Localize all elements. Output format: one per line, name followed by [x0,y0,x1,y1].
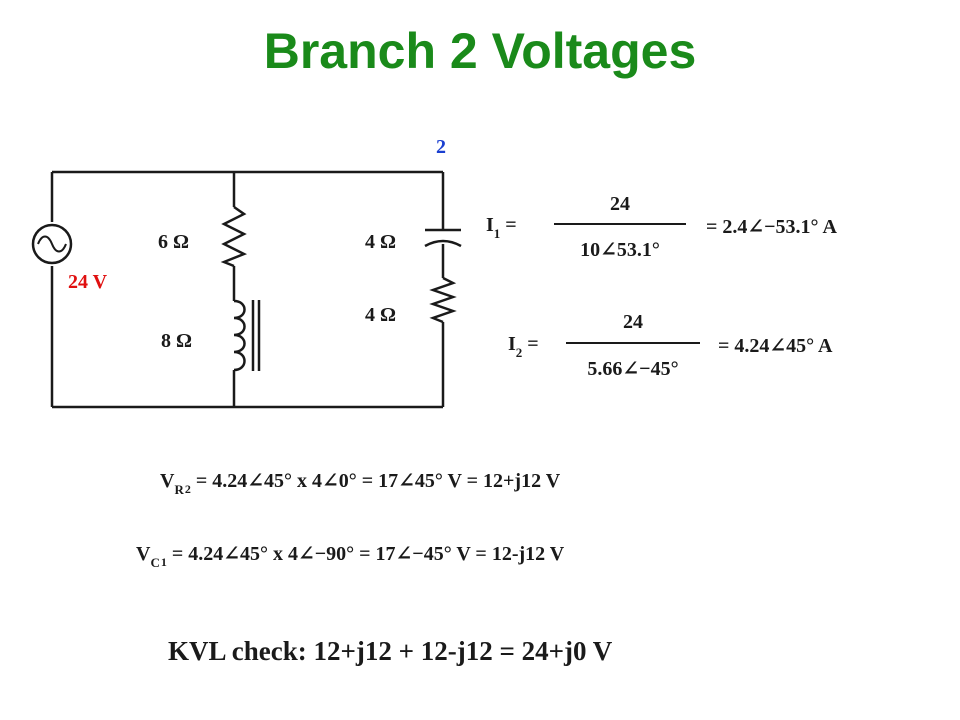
i1-numerator: 24 [610,193,630,215]
source-voltage-label: 24 V [68,271,108,293]
kvl-check: KVL check: 12+j12 + 12-j12 = 24+j0 V [168,636,613,666]
resistor-r2-icon [429,276,457,324]
ac-voltage-source-icon [31,223,73,265]
i1-lhs: I1 = [486,214,517,241]
vc1-equation: VC1 = 4.24∠45° x 4∠−90° = 17∠−45° V = 12… [136,543,565,570]
c1-label: 4 Ω [365,231,397,253]
resistor-r1-icon [220,205,248,268]
i2-result: = 4.24∠45° A [718,335,833,357]
vr2-equation: VR2 = 4.24∠45° x 4∠0° = 17∠45° V = 12+j1… [160,470,561,497]
r1-label: 6 Ω [158,231,190,253]
i2-denominator: 5.66∠−45° [587,358,679,380]
r2-label: 4 Ω [365,304,397,326]
i1-result: = 2.4∠−53.1° A [706,216,837,238]
i2-lhs: I2 = [508,333,539,360]
inductor-l1-icon [233,299,261,372]
l1-label: 8 Ω [161,330,193,352]
page-title: Branch 2 Voltages [263,23,697,79]
i2-numerator: 24 [623,311,643,333]
node-label: 2 [436,136,446,158]
capacitor-c1-icon [424,228,462,248]
i1-denominator: 10∠53.1° [580,239,660,261]
